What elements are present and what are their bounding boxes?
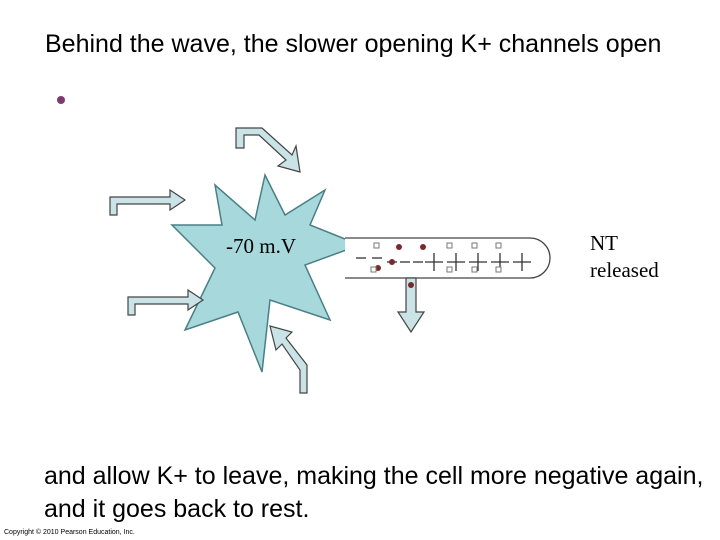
- membrane-charges: [356, 253, 531, 271]
- ion-channels: [370, 242, 502, 273]
- channel: [370, 266, 377, 273]
- slide-title: Behind the wave, the slower opening K+ c…: [45, 30, 662, 58]
- bullet-dot: [57, 96, 65, 104]
- copyright-notice: Copyright © 2010 Pearson Education, Inc.: [4, 529, 135, 536]
- k-ion: [420, 244, 426, 250]
- channel: [446, 242, 453, 249]
- arrow-left-lower: [127, 288, 205, 316]
- membrane-potential-label: -70 m.V: [226, 234, 296, 258]
- channel: [446, 266, 453, 273]
- channel: [471, 242, 478, 249]
- channel: [495, 242, 502, 249]
- k-ion: [389, 259, 395, 265]
- channel: [471, 266, 478, 273]
- arrow-top: [235, 127, 301, 173]
- nt-label-line1: NT: [590, 231, 618, 255]
- arrow-left-upper: [109, 188, 187, 216]
- nt-label-line2: released: [590, 258, 659, 282]
- arrow-bottom: [269, 325, 308, 394]
- channel: [373, 242, 380, 249]
- nt-released-label: NT released: [590, 230, 659, 284]
- k-ion: [396, 244, 402, 250]
- cell-body-starburst: [170, 172, 363, 373]
- explanation-text: and allow K+ to leave, making the cell m…: [44, 462, 704, 523]
- channel: [495, 266, 502, 273]
- k-ion: [408, 282, 414, 288]
- arrow-k-out: [396, 277, 426, 334]
